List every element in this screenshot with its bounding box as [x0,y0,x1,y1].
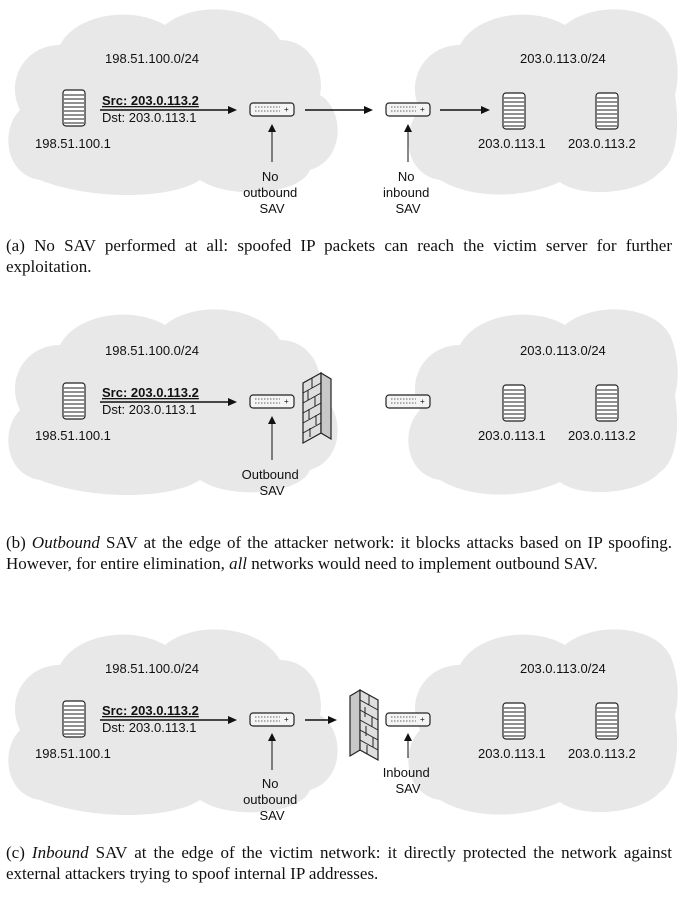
victim-server-2-icon [595,384,619,422]
router-left-icon: + [249,712,295,727]
attacker-server-icon [62,382,86,420]
note-arrowhead-left [268,416,276,424]
right-network-label: 203.0.113.0/24 [520,51,606,66]
note-right-line-2: SAV [395,781,420,796]
note-right-line-3: SAV [395,201,420,216]
svg-text:+: + [284,397,289,406]
caption-b-mid: SAV at the edge of the attacker network:… [6,533,672,573]
left-network-label: 198.51.100.0/24 [105,343,199,358]
firewall-icon [302,371,332,445]
packet-arrowhead-2 [364,106,373,114]
packet-arrowhead-2 [328,716,337,724]
router-left-icon: + [249,394,295,409]
packet-dst: Dst: 203.0.113.1 [102,402,196,417]
attacker-server-icon [62,89,86,127]
victim-host-1-label: 203.0.113.1 [478,136,546,151]
caption-c-prefix: (c) [6,843,32,862]
attacker-network-cloud [8,629,338,815]
note-left-line-1: No [262,776,279,791]
packet-dst: Dst: 203.0.113.1 [102,720,196,735]
note-right-line-1: No [398,169,415,184]
svg-text:+: + [420,105,425,114]
router-right-icon: + [385,712,431,727]
firewall-icon [349,688,379,762]
caption-a-text: (a) No SAV performed at all: spoofed IP … [6,236,672,276]
victim-network-cloud [408,9,678,195]
diagram-b: 198.51.100.0/24 203.0.113.0/24 198.51.10… [8,309,678,498]
svg-text:+: + [420,715,425,724]
note-left-line-2: outbound [243,792,297,807]
caption-b: (b) Outbound SAV at the edge of the atta… [6,532,672,574]
note-left-line-1: No [262,169,279,184]
victim-server-1-icon [502,384,526,422]
svg-text:+: + [420,397,425,406]
caption-b-suffix: networks would need to implement outboun… [247,554,598,573]
caption-b-prefix: (b) [6,533,32,552]
panel-c: 198.51.100.0/24 203.0.113.0/24 198.51.10… [0,620,679,916]
note-right: No inbound SAV [383,169,433,216]
note-right-line-2: inbound [383,185,429,200]
note-right: Inbound SAV [383,765,434,796]
router-right-icon: + [385,102,431,117]
packet-arrowhead-1 [228,106,237,114]
attacker-host-label: 198.51.100.1 [35,136,111,151]
victim-host-1-label: 203.0.113.1 [478,746,546,761]
note-arrowhead-right [404,124,412,132]
note-left-line-2: SAV [259,483,284,498]
victim-server-1-icon [502,702,526,740]
note-arrowhead-left [268,124,276,132]
attacker-network-cloud [8,9,338,195]
right-network-label: 203.0.113.0/24 [520,661,606,676]
packet-arrowhead-1 [228,398,237,406]
note-left-line-2: outbound [243,185,297,200]
caption-c-mid: SAV at the edge of the victim network: i… [6,843,672,883]
svg-text:+: + [284,715,289,724]
packet-arrowhead-3 [481,106,490,114]
packet-arrowhead-1 [228,716,237,724]
victim-server-2-icon [595,702,619,740]
panel-a: 198.51.100.0/24 203.0.113.0/24 198.51.10… [0,0,679,300]
note-left: No outbound SAV [243,169,301,216]
caption-c-em1: Inbound [31,843,89,862]
attacker-server-icon [62,700,86,738]
victim-server-1-icon [502,92,526,130]
note-arrowhead-left [268,733,276,741]
note-left-line-3: SAV [259,808,284,823]
right-network-label: 203.0.113.0/24 [520,343,606,358]
note-left: No outbound SAV [243,776,301,823]
diagram-a: 198.51.100.0/24 203.0.113.0/24 198.51.10… [8,9,678,216]
caption-b-em2: all [229,554,248,573]
victim-host-2-label: 203.0.113.2 [568,746,636,761]
victim-network-cloud [408,629,678,815]
left-network-label: 198.51.100.0/24 [105,661,199,676]
note-left-line-3: SAV [259,201,284,216]
svg-text:+: + [284,105,289,114]
left-network-label: 198.51.100.0/24 [105,51,199,66]
victim-host-1-label: 203.0.113.1 [478,428,546,443]
note-left-line-1: Outbound [242,467,299,482]
victim-network-cloud [408,309,678,495]
router-right-icon: + [385,394,431,409]
attacker-host-label: 198.51.100.1 [35,746,111,761]
victim-host-2-label: 203.0.113.2 [568,136,636,151]
packet-dst: Dst: 203.0.113.1 [102,110,196,125]
victim-server-2-icon [595,92,619,130]
packet-src: Src: 203.0.113.2 [102,703,199,718]
note-arrowhead-right [404,733,412,741]
caption-a: (a) No SAV performed at all: spoofed IP … [6,235,672,277]
packet-src: Src: 203.0.113.2 [102,93,199,108]
victim-host-2-label: 203.0.113.2 [568,428,636,443]
note-right-line-1: Inbound [383,765,430,780]
attacker-host-label: 198.51.100.1 [35,428,111,443]
router-left-icon: + [249,102,295,117]
packet-src: Src: 203.0.113.2 [102,385,199,400]
note-left: Outbound SAV [242,467,303,498]
caption-c: (c) Inbound SAV at the edge of the victi… [6,842,672,884]
panel-b: 198.51.100.0/24 203.0.113.0/24 198.51.10… [0,300,679,610]
caption-b-em1: Outbound [31,533,100,552]
diagram-c: 198.51.100.0/24 203.0.113.0/24 198.51.10… [8,629,678,823]
